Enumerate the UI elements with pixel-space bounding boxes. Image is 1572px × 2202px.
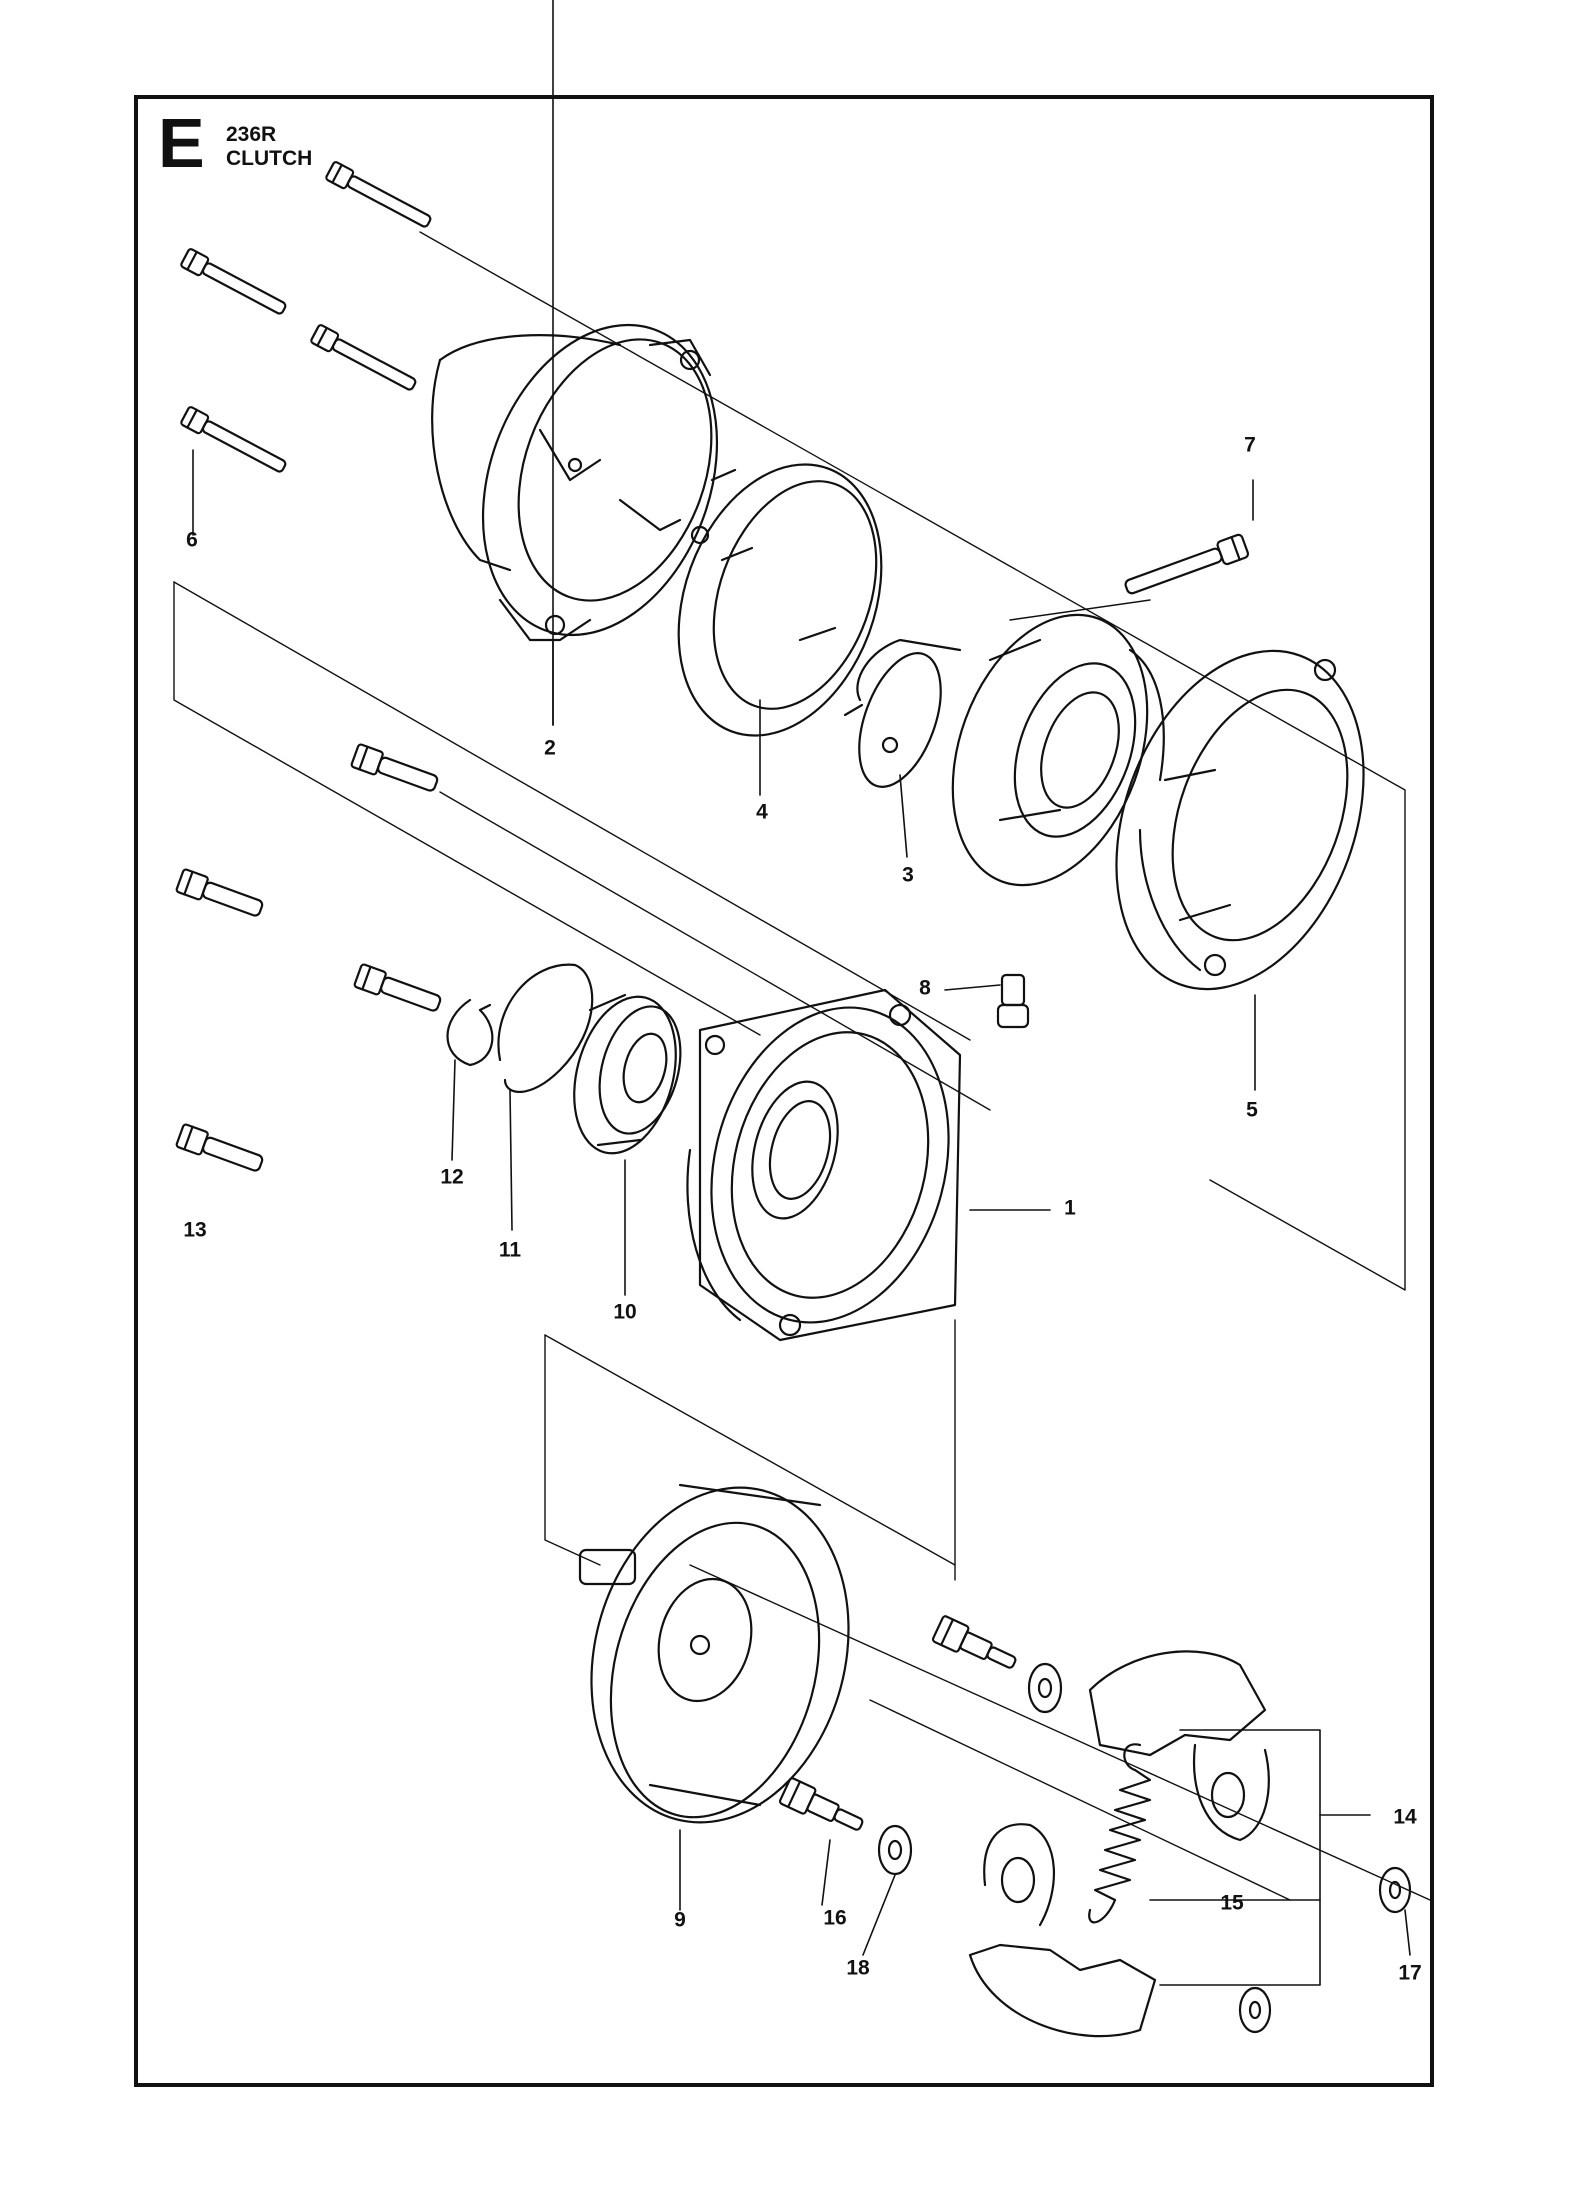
- callout-18: 18: [846, 1956, 870, 1980]
- clutch-hub-3: [856, 613, 1165, 887]
- callout-11: 11: [498, 1238, 522, 1262]
- callout-15: 15: [1220, 1891, 1244, 1915]
- clutch-spring-15: [1088, 1743, 1152, 1924]
- callout-16: 16: [823, 1906, 847, 1930]
- clutch-drum-9: [578, 1483, 850, 1824]
- callout-2: 2: [544, 736, 556, 760]
- callout-17: 17: [1398, 1961, 1422, 1985]
- screw-top: [325, 161, 432, 228]
- washer-17b: [1238, 1986, 1272, 2034]
- callout-7: 7: [1244, 433, 1256, 457]
- washer-17a: [1378, 1866, 1412, 1914]
- flange-bolt-c: [353, 963, 442, 1012]
- bearing-10: [573, 993, 682, 1155]
- screw-3: [310, 324, 417, 391]
- shoulder-bolt-16b: [778, 1777, 864, 1831]
- callout-14: 14: [1393, 1805, 1417, 1829]
- callout-12: 12: [440, 1165, 464, 1189]
- screw-6-set: [180, 161, 432, 473]
- flange-bolt-d: [175, 1123, 264, 1172]
- washer-18b: [877, 1824, 913, 1876]
- circlip-11: [497, 963, 594, 1093]
- callout-9: 9: [674, 1908, 686, 1932]
- clutch-ring-4: [677, 463, 883, 737]
- screw-7: [1124, 533, 1250, 595]
- clutch-cover-2: [431, 323, 719, 642]
- screw-6: [180, 406, 287, 473]
- shoulder-bolt-16a: [931, 1615, 1017, 1669]
- callout-10: 10: [613, 1300, 637, 1324]
- circlip-12: [446, 998, 494, 1067]
- screw-8: [996, 973, 1030, 1029]
- clutch-shoe-upper: [1088, 1650, 1270, 1842]
- leader-lines: [192, 0, 1411, 1986]
- callout-8: 8: [919, 976, 931, 1000]
- section-letter: E: [158, 104, 205, 182]
- callout-5: 5: [1246, 1098, 1258, 1122]
- diagram-title: CLUTCH: [226, 147, 313, 170]
- outer-ring-5: [1115, 649, 1365, 991]
- flange-bolt-b: [175, 868, 264, 917]
- callout-1: 1: [1064, 1196, 1076, 1220]
- model-name: 236R: [226, 123, 277, 146]
- flange-bolts-13: [175, 743, 442, 1172]
- screw-2: [180, 248, 287, 315]
- callout-4: 4: [756, 800, 768, 824]
- assembly-guide-lines: [173, 231, 1431, 1901]
- clutch-housing-1: [686, 988, 962, 1342]
- callout-3: 3: [902, 863, 914, 887]
- callout-13: 13: [183, 1218, 207, 1242]
- washer-18a: [1027, 1662, 1063, 1714]
- clutch-shoe-lower: [968, 1823, 1157, 2038]
- diagram-frame: [134, 95, 1434, 2087]
- flange-bolt-a: [350, 743, 439, 792]
- callout-6: 6: [186, 528, 198, 552]
